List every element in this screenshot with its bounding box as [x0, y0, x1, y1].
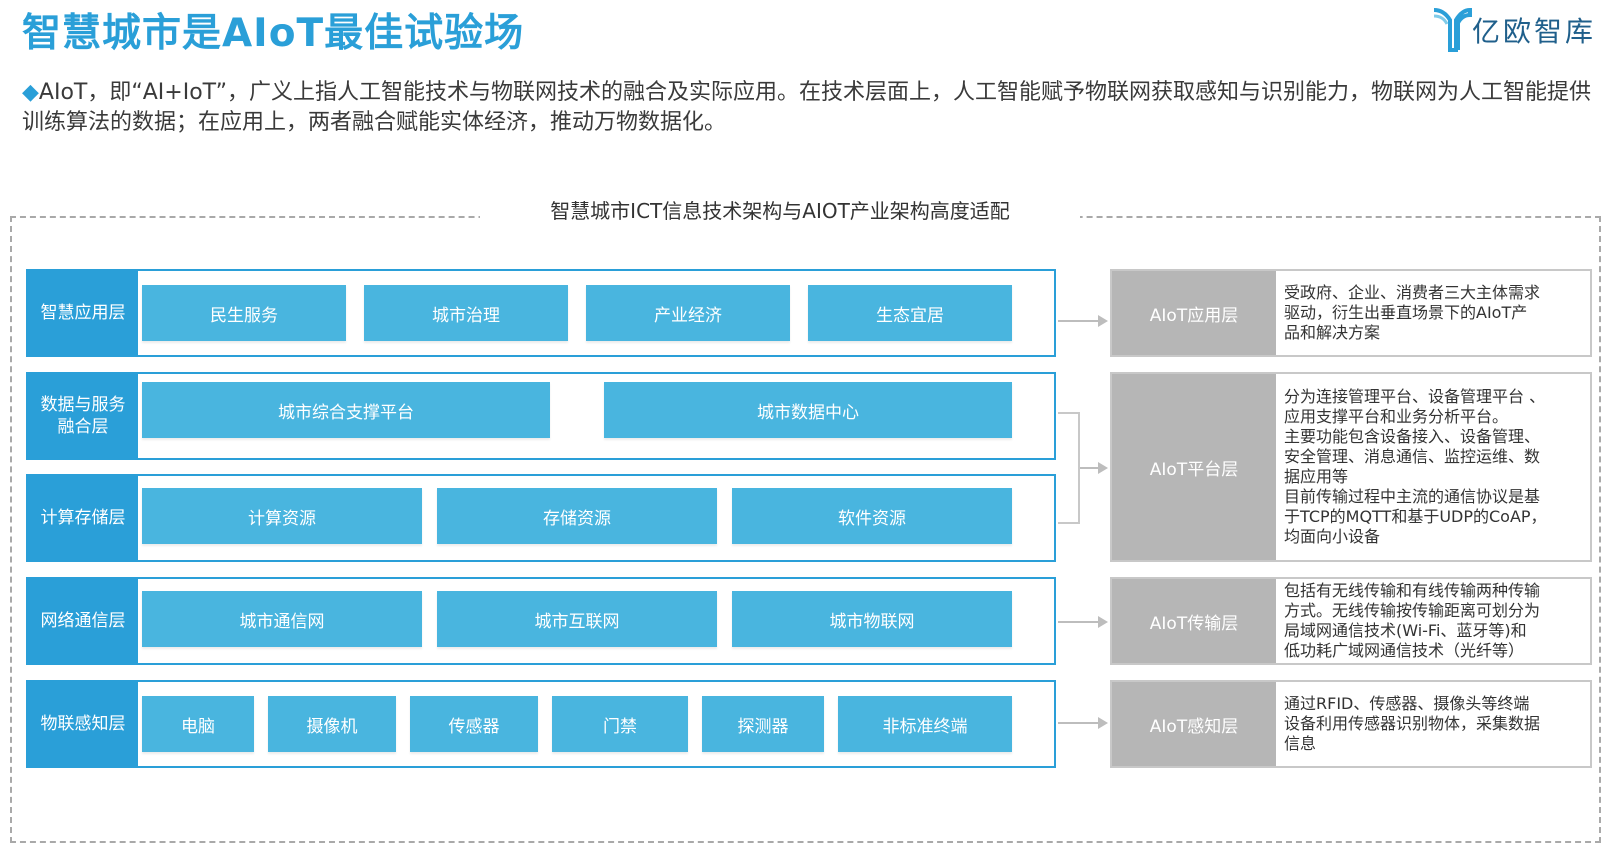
cell-computer: 电脑	[142, 696, 254, 752]
aiot-perception-layer: AIoT感知层 通过RFID、传感器、摄像头等终端 设备利用传感器识别物体，采集…	[1110, 680, 1592, 768]
cell-ecological-livable: 生态宜居	[808, 285, 1012, 341]
layer-iot-perception: 物联感知层 电脑 摄像机 传感器 门禁 探测器 非标准终端	[26, 680, 1056, 768]
arrow-right-icon	[1098, 717, 1108, 729]
diamond-bullet-icon: ◆	[22, 80, 39, 105]
aiot-layer-description: 包括有无线传输和有线传输两种传输 方式。无线传输按传输距离可划分为 局域网通信技…	[1284, 581, 1541, 660]
aiot-layer-description: 分为连接管理平台、设备管理平台 、 应用支撑平台和业务分析平台。 主要功能包含设…	[1284, 387, 1547, 546]
layer-network-communication: 网络通信层 城市通信网 城市互联网 城市物联网	[26, 577, 1056, 665]
layer-label: 智慧应用层	[28, 271, 138, 355]
cell-city-governance: 城市治理	[364, 285, 568, 341]
cell-camera: 摄像机	[268, 696, 396, 752]
cell-city-data-center: 城市数据中心	[604, 382, 1012, 438]
arrow-right-icon	[1098, 462, 1108, 474]
aiot-application-layer: AIoT应用层 受政府、企业、消费者三大主体需求 驱动，衍生出垂直场景下的AIo…	[1110, 269, 1592, 357]
aiot-layer-description: 受政府、企业、消费者三大主体需求 驱动，衍生出垂直场景下的AIoT产 品和解决方…	[1284, 283, 1541, 342]
aiot-layer-label: AIoT感知层	[1112, 682, 1276, 766]
aiot-layer-label: AIoT传输层	[1112, 579, 1276, 663]
arrow-right-icon	[1098, 315, 1108, 327]
cell-sensor: 传感器	[410, 696, 538, 752]
layer-label: 计算存储层	[28, 476, 138, 560]
aiot-layer-label: AIoT平台层	[1112, 374, 1276, 560]
cell-nonstandard-terminal: 非标准终端	[838, 696, 1012, 752]
connector-line	[1080, 467, 1100, 469]
aiot-transmission-layer: AIoT传输层 包括有无线传输和有线传输两种传输 方式。无线传输按传输距离可划分…	[1110, 577, 1592, 665]
logo-text: 亿欧智库	[1472, 15, 1597, 48]
layer-data-service-fusion: 数据与服务 融合层 城市综合支撑平台 城市数据中心	[26, 372, 1056, 460]
cell-detector: 探测器	[702, 696, 824, 752]
aiot-layer-label: AIoT应用层	[1112, 271, 1276, 355]
cell-storage-resources: 存储资源	[437, 488, 717, 544]
logo-icon	[1433, 7, 1472, 52]
logo: 亿欧智库	[1430, 2, 1608, 54]
layer-compute-storage: 计算存储层 计算资源 存储资源 软件资源	[26, 474, 1056, 562]
connector-line	[1058, 722, 1100, 724]
layer-label: 物联感知层	[28, 682, 138, 766]
bracket-connector	[1058, 412, 1080, 524]
layer-smart-application: 智慧应用层 民生服务 城市治理 产业经济 生态宜居	[26, 269, 1056, 357]
layer-label: 数据与服务 融合层	[28, 374, 138, 458]
cell-city-iot: 城市物联网	[732, 591, 1012, 647]
connector-line	[1058, 621, 1100, 623]
cell-access-control: 门禁	[552, 696, 688, 752]
intro-text: AIoT，即“AI+IoT”，广义上指人工智能技术与物联网技术的融合及实际应用。…	[22, 80, 1592, 135]
diagram-title: 智慧城市ICT信息技术架构与AIOT产业架构高度适配	[480, 196, 1080, 226]
intro-paragraph: ◆AIoT，即“AI+IoT”，广义上指人工智能技术与物联网技术的融合及实际应用…	[22, 78, 1597, 138]
cell-industrial-economy: 产业经济	[586, 285, 790, 341]
cell-city-support-platform: 城市综合支撑平台	[142, 382, 550, 438]
layer-label: 网络通信层	[28, 579, 138, 663]
page-title: 智慧城市是AIoT最佳试验场	[22, 11, 525, 56]
cell-compute-resources: 计算资源	[142, 488, 422, 544]
cell-city-communication-network: 城市通信网	[142, 591, 422, 647]
cell-city-internet: 城市互联网	[437, 591, 717, 647]
aiot-layer-description: 通过RFID、传感器、摄像头等终端 设备利用传感器识别物体，采集数据 信息	[1284, 694, 1541, 753]
cell-software-resources: 软件资源	[732, 488, 1012, 544]
arrow-right-icon	[1098, 616, 1108, 628]
cell-livelihood-services: 民生服务	[142, 285, 346, 341]
aiot-platform-layer: AIoT平台层 分为连接管理平台、设备管理平台 、 应用支撑平台和业务分析平台。…	[1110, 372, 1592, 562]
connector-line	[1058, 320, 1100, 322]
